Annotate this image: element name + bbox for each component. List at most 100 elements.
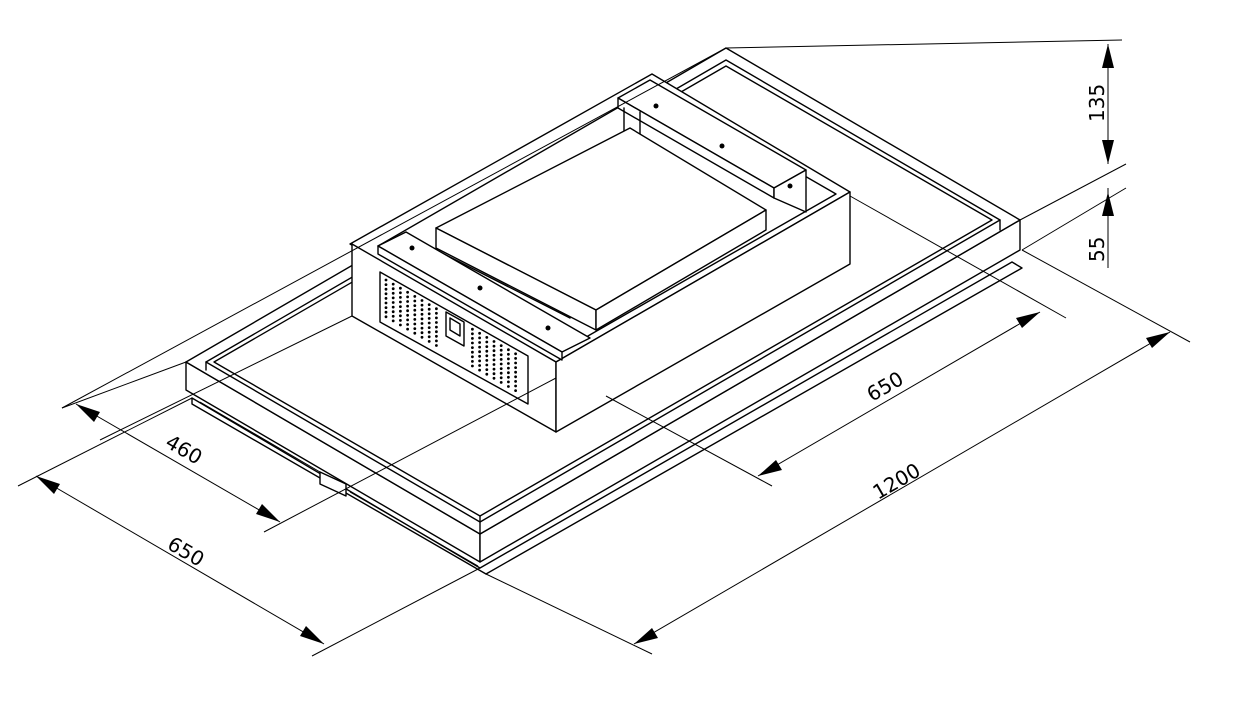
vent-hole — [399, 309, 402, 313]
vent-hole — [471, 364, 474, 368]
vent-hole — [485, 336, 489, 339]
extension-lines — [17, 39, 1191, 657]
vent-hole — [420, 326, 424, 330]
vent-hole — [485, 372, 489, 376]
vent-hole — [391, 319, 395, 323]
vent-hole — [413, 299, 417, 303]
vent-hole — [485, 340, 489, 344]
vent-hole — [406, 295, 409, 299]
vent-hole — [391, 305, 395, 309]
vent-hole — [413, 308, 417, 312]
vent-hole — [399, 319, 402, 322]
vent-hole — [471, 346, 474, 349]
dim-width-front: 650 — [164, 532, 209, 572]
vent-hole — [492, 376, 496, 380]
vent-hole — [478, 359, 481, 363]
vent-hole — [413, 295, 417, 298]
vent-hole — [399, 296, 402, 299]
vent-hole — [507, 375, 510, 379]
front-housing — [351, 191, 851, 433]
vent-hole — [384, 297, 388, 300]
vent-hole — [514, 357, 517, 360]
vent-hole — [420, 335, 424, 339]
vent-hole — [499, 348, 503, 352]
vent-hole — [514, 384, 517, 388]
vent-hole — [492, 349, 496, 353]
vent-hole — [391, 282, 395, 286]
vent-hole — [435, 344, 438, 347]
vent-hole — [499, 376, 503, 380]
vent-hole — [406, 290, 409, 294]
vent-hole — [471, 350, 474, 354]
vent-hole — [391, 310, 395, 314]
vent-hole — [478, 364, 481, 367]
vent-hole — [427, 307, 431, 311]
dim-height-total: 135 — [1085, 84, 1109, 122]
vent-hole — [384, 315, 388, 319]
vent-hole — [478, 336, 481, 340]
vent-hole — [435, 316, 438, 320]
vent-hole — [492, 358, 496, 362]
vent-hole — [485, 368, 489, 371]
vent-hole — [492, 353, 496, 357]
vent-hole — [485, 345, 489, 348]
vent-hole — [399, 305, 402, 308]
vent-hole — [391, 291, 395, 295]
vent-hole — [478, 341, 481, 344]
vent-hole — [492, 344, 496, 348]
vent-hole — [420, 322, 424, 325]
vent-hole — [413, 318, 417, 321]
vent-hole — [478, 354, 481, 358]
vent-hole — [406, 304, 409, 308]
screw-hole — [653, 103, 659, 109]
vent-hole — [435, 339, 438, 343]
vent-hole — [384, 287, 388, 291]
vent-hole — [471, 337, 474, 340]
vent-hole — [413, 304, 417, 307]
vent-hole — [514, 375, 517, 379]
vent-hole — [492, 340, 496, 343]
vent-hole — [507, 371, 510, 375]
vent-hole — [514, 389, 517, 392]
vent-hole — [413, 327, 417, 330]
vent-hole — [427, 303, 431, 306]
vent-hole — [391, 301, 395, 304]
vent-hole — [471, 327, 474, 331]
vent-hole — [384, 310, 388, 314]
screw-hole — [409, 245, 415, 251]
vent-hole — [507, 348, 510, 352]
vent-hole — [420, 312, 424, 316]
vent-hole — [406, 323, 409, 326]
vent-grille — [384, 278, 517, 392]
vent-hole — [399, 300, 402, 304]
vent-hole — [413, 313, 417, 317]
vent-hole — [384, 306, 388, 309]
vent-hole — [406, 318, 409, 322]
vent-hole — [427, 340, 431, 343]
dimension-lines — [35, 44, 1171, 645]
vent-hole — [478, 368, 481, 372]
dim-length: 1200 — [869, 458, 925, 504]
vent-hole — [507, 380, 510, 384]
vent-hole — [420, 331, 424, 335]
vent-hole — [471, 360, 474, 363]
vent-hole — [427, 330, 431, 334]
vent-hole — [406, 309, 409, 313]
vent-hole — [514, 366, 517, 369]
motor-block — [435, 127, 767, 331]
vent-hole — [427, 326, 431, 329]
vent-hole — [420, 308, 424, 312]
vent-hole — [435, 325, 438, 329]
vent-hole — [492, 363, 496, 366]
vent-hole — [499, 367, 503, 370]
vent-hole — [507, 366, 510, 370]
vent-hole — [485, 359, 489, 362]
vent-hole — [485, 349, 489, 353]
vent-hole — [492, 372, 496, 376]
vent-hole — [427, 317, 431, 320]
vent-hole — [384, 301, 388, 305]
vent-hole — [384, 283, 388, 286]
vent-hole — [399, 286, 402, 290]
screw-hole — [719, 143, 725, 149]
